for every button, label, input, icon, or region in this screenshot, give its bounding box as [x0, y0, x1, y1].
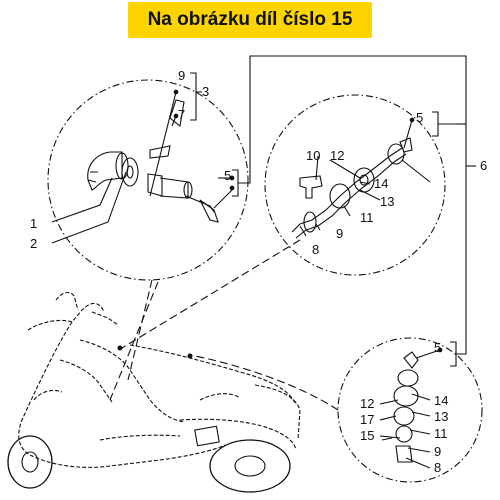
- callout-ign-2: 2: [30, 236, 37, 251]
- callout-ign-7: 7: [178, 107, 185, 122]
- callout-mid-6: 6: [480, 158, 487, 173]
- callout-low-17: 17: [360, 412, 374, 427]
- callout-low-9: 9: [434, 444, 441, 459]
- callout-low-12: 12: [360, 396, 374, 411]
- callout-low-11: 11: [434, 426, 448, 441]
- callout-numbers: 9 3 7 5 1 2 10 12 14 13 11 9 8 5 6 5 14 …: [30, 68, 487, 475]
- callout-mid-12: 12: [330, 148, 344, 163]
- callout-mid-13: 13: [380, 194, 394, 209]
- front-wheel: [7, 435, 53, 489]
- callout-ign-5: 5: [224, 168, 231, 183]
- rear-wheel: [209, 439, 291, 493]
- callout-mid-10: 10: [306, 148, 320, 163]
- callout-mid-5: 5: [416, 110, 423, 125]
- callout-low-8: 8: [434, 460, 441, 475]
- bracket-3: [190, 72, 197, 121]
- rear-fender: [194, 425, 220, 447]
- scooter-outline: [18, 291, 301, 468]
- callout-mid-11: 11: [360, 210, 374, 225]
- part-number-banner: Na obrázku díl číslo 15: [128, 2, 372, 38]
- seat-lock-assembly: [381, 351, 419, 463]
- leader-handlebar-to-scooter: [121, 239, 301, 349]
- seat-lock-detail-circle: [337, 337, 483, 483]
- ignition-lock-detail-circle: [47, 79, 249, 281]
- callout-mid-8: 8: [312, 242, 319, 257]
- callout-mid-9: 9: [336, 226, 343, 241]
- callout-ign-9: 9: [178, 68, 185, 83]
- callout-ign-3: 3: [202, 84, 209, 99]
- callout-low-5: 5: [434, 340, 441, 355]
- front-wheel-hub: [21, 451, 39, 473]
- bracket-5-handlebar: [432, 111, 439, 137]
- bracket-5-ignition: [232, 169, 239, 197]
- scooter-lock-point-front: [117, 345, 123, 351]
- rear-wheel-hub: [234, 455, 266, 477]
- bracket-5-seat: [450, 341, 457, 367]
- callout-low-15: 15: [360, 428, 374, 443]
- ignition-lock-assembly: [87, 99, 219, 223]
- callout-leader-lines: [51, 91, 441, 469]
- callout-low-14: 14: [434, 393, 448, 408]
- scooter-lock-point-seat: [187, 353, 193, 359]
- callout-mid-14: 14: [374, 176, 388, 191]
- set-6-connector: [238, 55, 467, 355]
- callout-ign-1: 1: [30, 216, 37, 231]
- handlebar-lock-detail-circle: [264, 94, 446, 276]
- leader-ignition-to-scooter: [127, 279, 153, 381]
- banner-text: Na obrázku díl číslo 15: [147, 9, 353, 30]
- leader-seat-to-scooter: [194, 355, 339, 411]
- callout-low-13: 13: [434, 409, 448, 424]
